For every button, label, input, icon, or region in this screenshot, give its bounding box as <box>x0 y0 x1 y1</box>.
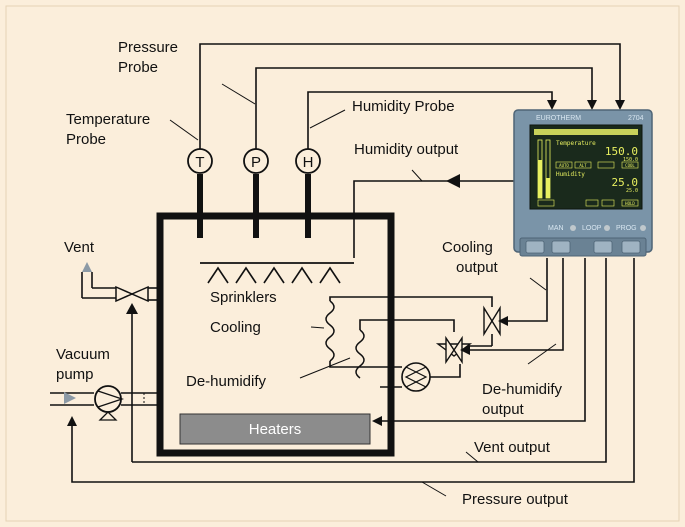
label-temperature-probe-2: Probe <box>66 131 106 148</box>
label-dehumidify-output-2: output <box>482 401 525 418</box>
temperature-signal-line <box>199 43 625 149</box>
heater-output-line <box>372 258 586 426</box>
label-pressure-output: Pressure output <box>462 491 569 508</box>
screen-btn-hold: HOLD <box>625 201 635 206</box>
screen-btn-cool: COOL <box>625 163 635 168</box>
humidity-output-leader <box>411 169 423 182</box>
probe-h-letter: H <box>303 154 314 171</box>
humidity-signal-line <box>307 91 557 149</box>
heater-block <box>179 413 371 445</box>
vent-output-leader <box>465 451 479 463</box>
dehumidify-coil <box>299 319 455 379</box>
label-cooling-output-2: output <box>456 259 499 276</box>
controller-btn-loop: LOOP <box>582 225 602 232</box>
cooling-leader <box>310 326 325 329</box>
screen-temp-setpoint: 150.0 <box>623 157 638 163</box>
dehumidify-valve <box>435 335 473 365</box>
pressure-probe-leader <box>221 83 256 105</box>
label-dehumidify-output-1: De-humidify <box>482 381 563 398</box>
vent-output-line <box>132 258 607 463</box>
pressure-probe: P <box>243 148 269 238</box>
controller-brand: EUROTHERM <box>536 115 581 122</box>
sprinkler-head <box>200 262 354 284</box>
temperature-probe-leader <box>169 119 199 141</box>
probe-t-letter: T <box>195 154 204 171</box>
humidity-output-arrow <box>446 174 460 188</box>
cooling-valve <box>483 305 508 346</box>
screen-hum-value: 25.0 <box>612 176 639 189</box>
humidity-output-line <box>353 180 516 258</box>
screen-temp-value: 150.0 <box>605 145 638 158</box>
controller-2704: EUROTHERM 2704 Temperature 150.0 150.0 A… <box>513 109 653 257</box>
label-cooling-output-1: Cooling <box>442 239 493 256</box>
screen-hum-label: Humidity <box>556 171 585 178</box>
label-humidity-output: Humidity output <box>354 141 459 158</box>
controller-btn-man: MAN <box>548 225 564 232</box>
cooling-coil <box>310 296 493 368</box>
heaters-label: Heaters <box>249 421 302 438</box>
screen-temp-label: Temperature <box>556 140 596 147</box>
pressure-output-leader <box>421 481 447 497</box>
vent-valve <box>81 262 158 462</box>
screen-hum-setpoint: 25.0 <box>626 188 638 194</box>
label-sprinklers: Sprinklers <box>210 289 277 306</box>
chamber-wall <box>156 212 395 457</box>
label-vent: Vent <box>64 239 95 256</box>
vacuum-pump <box>50 385 158 421</box>
label-humidity-probe: Humidity Probe <box>352 98 455 115</box>
label-vent-output: Vent output <box>474 439 551 456</box>
humidity-probe: H <box>295 148 321 238</box>
screen-btn-auto: AUTO <box>559 163 569 168</box>
dehumidify-output-line <box>470 258 564 351</box>
controller-btn-prog: PROG <box>616 225 637 232</box>
dehumidify-output-leader <box>527 343 557 365</box>
label-vacuum-pump-1: Vacuum <box>56 346 110 363</box>
probe-p-letter: P <box>251 154 261 171</box>
label-temperature-probe-1: Temperature <box>66 111 150 128</box>
label-dehumidify: De-humidify <box>186 373 267 390</box>
controller-model: 2704 <box>628 115 644 122</box>
label-pressure-probe-1: Pressure <box>118 39 178 56</box>
humidity-probe-leader <box>309 109 346 129</box>
label-cooling: Cooling <box>210 319 261 336</box>
screen-btn-alt: ALT <box>579 163 587 168</box>
label-vacuum-pump-2: pump <box>56 366 94 383</box>
circulation-pump <box>380 345 492 392</box>
pressure-signal-line <box>255 67 597 149</box>
cooling-output-line <box>508 258 548 322</box>
label-pressure-probe-2: Probe <box>118 59 158 76</box>
cooling-output-leader <box>529 277 547 291</box>
pressure-output-line <box>67 258 635 483</box>
